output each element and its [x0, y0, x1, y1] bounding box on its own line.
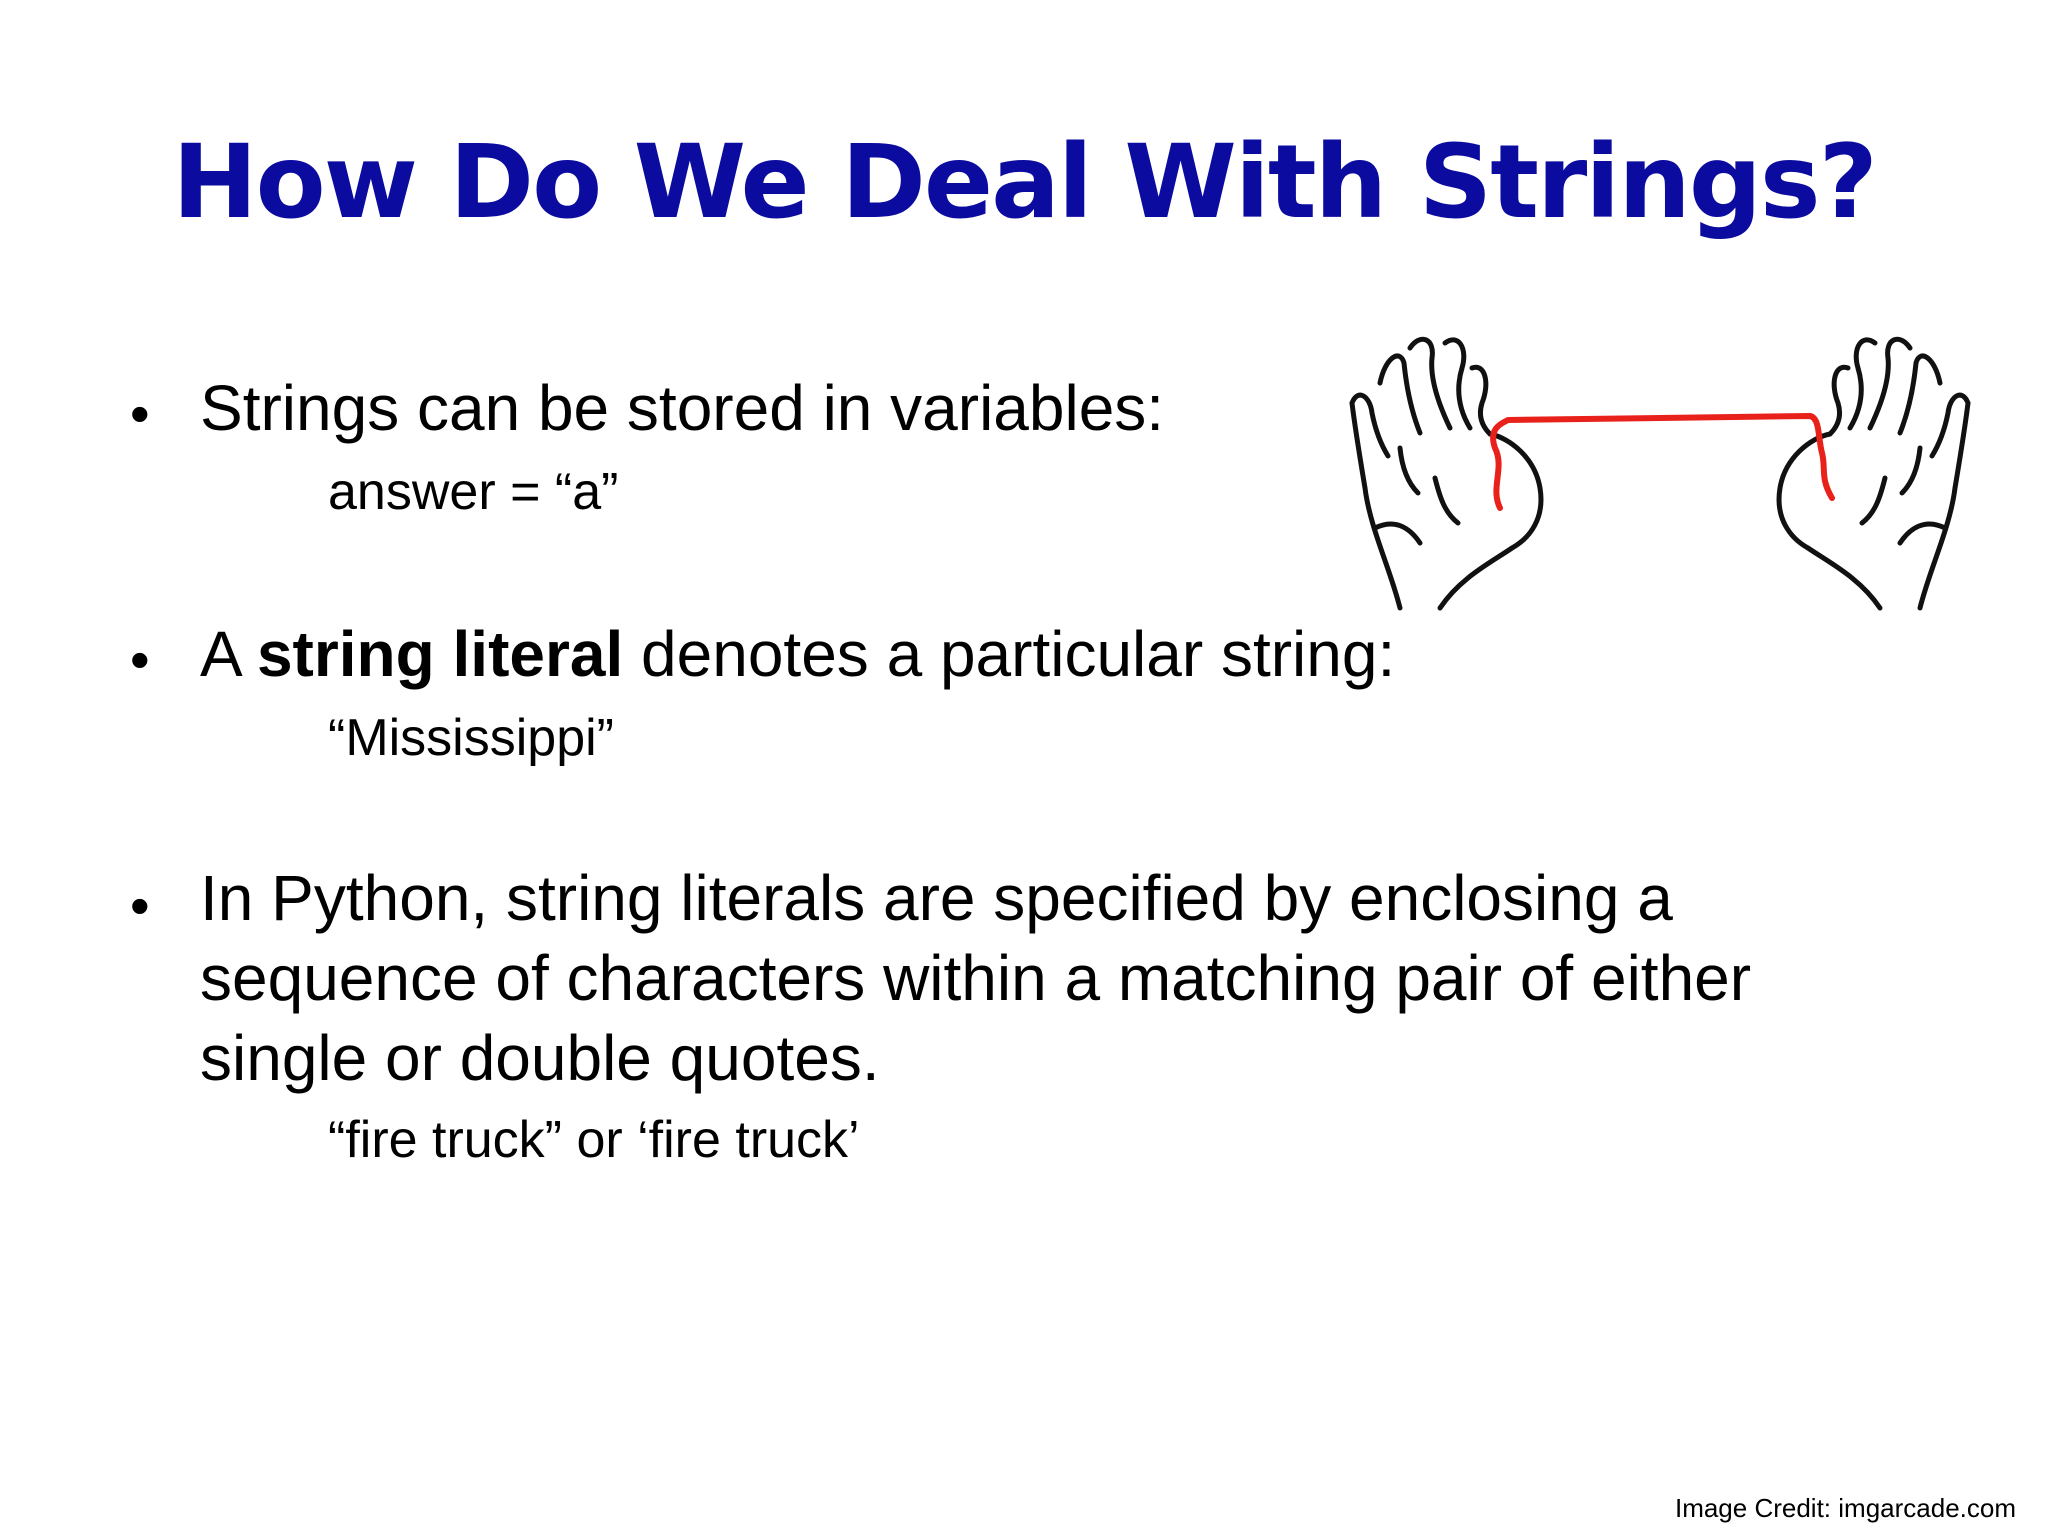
left-hand-outline: [1349, 400, 1403, 611]
bullet-2-text: A string literal denotes a particular st…: [200, 614, 1395, 694]
bullet-3-example: “fire truck” or ‘fire truck’: [328, 1111, 860, 1169]
bullet-1-text: Strings can be stored in variables:: [200, 372, 1165, 444]
bullet-marker-1: •: [130, 382, 150, 445]
bullet-2-bold-term: string literal: [256, 618, 624, 690]
bullet-3-line-3: single or double quotes.: [200, 1022, 880, 1094]
bullet-3-line-2: sequence of characters within a matching…: [200, 942, 1752, 1014]
slide-title: How Do We Deal With Strings?: [172, 123, 1878, 242]
image-credit: Image Credit: imgarcade.com: [1674, 1493, 2016, 1523]
hands-holding-string-icon: [1349, 336, 1971, 611]
red-string: [1490, 413, 1835, 511]
bullet-2-text-before: A: [200, 618, 257, 690]
bullet-2-example: “Mississippi”: [328, 709, 614, 767]
right-hand-outline: [1917, 400, 1971, 611]
bullet-3-line-1: In Python, string literals are specified…: [200, 862, 1673, 934]
bullet-1-example: answer = “a”: [328, 463, 619, 521]
bullet-marker-3: •: [130, 874, 150, 937]
bullet-marker-2: •: [130, 628, 150, 691]
bullet-2-text-after: denotes a particular string:: [623, 618, 1396, 690]
